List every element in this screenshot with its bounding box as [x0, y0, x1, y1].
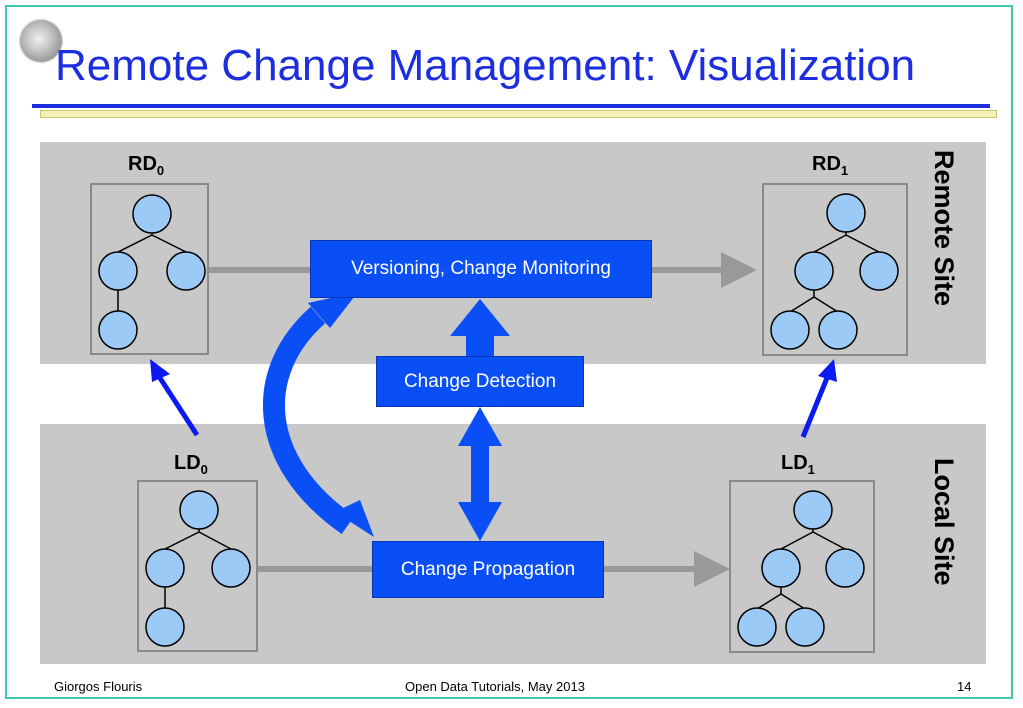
slide-title: Remote Change Management: Visualization	[55, 41, 916, 90]
tree-node	[770, 310, 810, 350]
versioning-label: Versioning, Change Monitoring	[351, 258, 611, 279]
rd1-tree	[762, 183, 908, 356]
ld0-tree	[137, 480, 258, 652]
ld0-tree-graph	[145, 490, 251, 647]
tree-node	[98, 251, 138, 291]
detection-up-arrow-shaft	[466, 334, 494, 358]
change-propagation-box: Change Propagation	[372, 541, 604, 598]
change-detection-box: Change Detection	[376, 356, 584, 407]
slide-frame	[5, 5, 1013, 699]
tree-node	[794, 251, 834, 291]
rd1-label: RD1	[812, 153, 849, 178]
rd0-tree-graph	[98, 194, 206, 350]
tree-node	[737, 607, 777, 647]
tree-node	[825, 548, 865, 588]
ld1-tree	[729, 480, 875, 653]
ld1-label: LD1	[781, 452, 815, 477]
rd0-label: RD0	[128, 153, 165, 178]
curved-arrow-head-top	[308, 292, 358, 328]
rd0-tree	[90, 183, 209, 355]
tree-node	[859, 251, 899, 291]
tree-node	[166, 251, 206, 291]
double-arrow-head-top	[458, 407, 502, 446]
ld1-tree-graph	[737, 490, 865, 647]
change-detection-label: Change Detection	[403, 370, 557, 392]
tree-node	[818, 310, 858, 350]
remote-site-label: Remote Site	[929, 150, 959, 307]
footer-event: Open Data Tutorials, May 2013	[405, 679, 585, 694]
tree-node	[98, 310, 138, 350]
detection-up-arrow-head	[450, 299, 510, 336]
footer-author: Giorgos Flouris	[54, 679, 143, 694]
ld1-to-rd1-arrow	[800, 377, 830, 438]
tree-node	[132, 194, 172, 234]
tree-node	[145, 548, 185, 588]
tree-node	[145, 607, 185, 647]
tree-node	[785, 607, 825, 647]
tree-node	[793, 490, 833, 530]
double-arrow-head-bottom	[458, 502, 502, 541]
university-logo	[20, 20, 62, 62]
ld0-to-rd0-arrow	[157, 376, 200, 437]
versioning-change-monitoring-box: Versioning, Change Monitoring	[310, 240, 652, 298]
ld0-label: LD0	[174, 452, 208, 477]
title-rule-bar	[40, 110, 997, 118]
tree-node	[211, 548, 251, 588]
tree-node	[179, 490, 219, 530]
page-number: 14	[957, 679, 972, 694]
ld0-to-rd0-arrowhead	[150, 359, 170, 382]
local-site-label: Local Site	[929, 458, 959, 586]
ld1-to-rd1-arrowhead	[818, 359, 837, 382]
tree-node	[826, 193, 866, 233]
versioning-propagation-curved-arrow	[263, 306, 355, 535]
detection-propagation-double-arrow-shaft	[471, 440, 489, 508]
title-underline	[32, 104, 990, 108]
rd1-tree-graph	[770, 193, 899, 350]
tree-node	[761, 548, 801, 588]
curved-arrow-head-bottom	[335, 500, 374, 537]
change-propagation-label: Change Propagation	[400, 558, 576, 580]
